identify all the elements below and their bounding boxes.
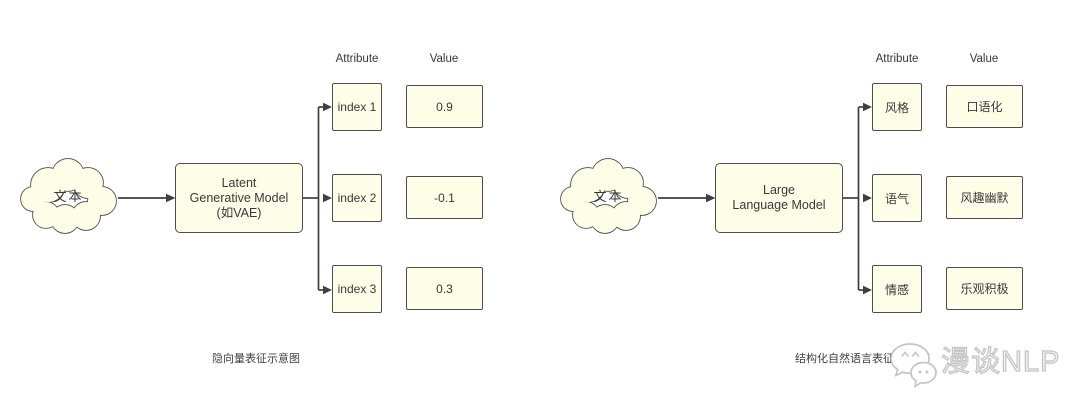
attribute-node: 风格 — [872, 83, 922, 131]
attribute-node: index 1 — [332, 83, 382, 131]
cloud-to-model-arrow — [658, 193, 716, 203]
attribute-column-header: Attribute — [335, 53, 379, 65]
model-line: (如VAE) — [216, 205, 262, 220]
model-line: Language Model — [732, 198, 826, 212]
value-column-header: Value — [429, 53, 459, 65]
connector-layer — [560, 102, 872, 295]
model-line: Large — [763, 183, 795, 197]
attribute-node: 语气 — [872, 174, 922, 222]
value-node: 口语化 — [946, 85, 1023, 128]
value-node: -0.1 — [406, 176, 483, 219]
connector-layer — [20, 102, 332, 295]
attribute-column-header: Attribute — [875, 53, 919, 65]
value-node: 0.9 — [406, 85, 483, 128]
model-line: Generative Model — [189, 190, 289, 205]
large-language-model-node: Large Language Model — [715, 163, 843, 233]
attribute-node: index 2 — [332, 174, 382, 222]
cloud-to-model-arrow — [118, 193, 176, 203]
diagram-caption: 隐向量表征示意图 — [212, 353, 300, 365]
attribute-node: 情感 — [872, 265, 922, 313]
model-to-attributes-branch — [303, 102, 332, 295]
llm-structured-diagram: 文本 Large Language Model Attribute Value … — [540, 0, 1080, 410]
diagram-caption: 结构化自然语言表征 示意图 — [795, 353, 931, 365]
cloud-icon — [560, 158, 657, 234]
input-text-cloud-label: 文本 — [593, 188, 624, 204]
value-node: 风趣幽默 — [946, 176, 1023, 219]
value-node: 乐观积极 — [946, 267, 1023, 310]
value-node: 0.3 — [406, 267, 483, 310]
latent-generative-model-node: Latent Generative Model (如VAE) — [175, 163, 303, 233]
model-to-attributes-branch — [843, 102, 872, 295]
latent-vector-diagram: 文本 Latent Generative Model (如VAE) Attrib… — [20, 53, 483, 365]
cloud-icon — [20, 158, 117, 234]
model-line: Latent — [221, 175, 257, 190]
input-text-cloud-label: 文本 — [53, 188, 84, 204]
attribute-node: index 3 — [332, 265, 382, 313]
value-column-header: Value — [969, 53, 999, 65]
